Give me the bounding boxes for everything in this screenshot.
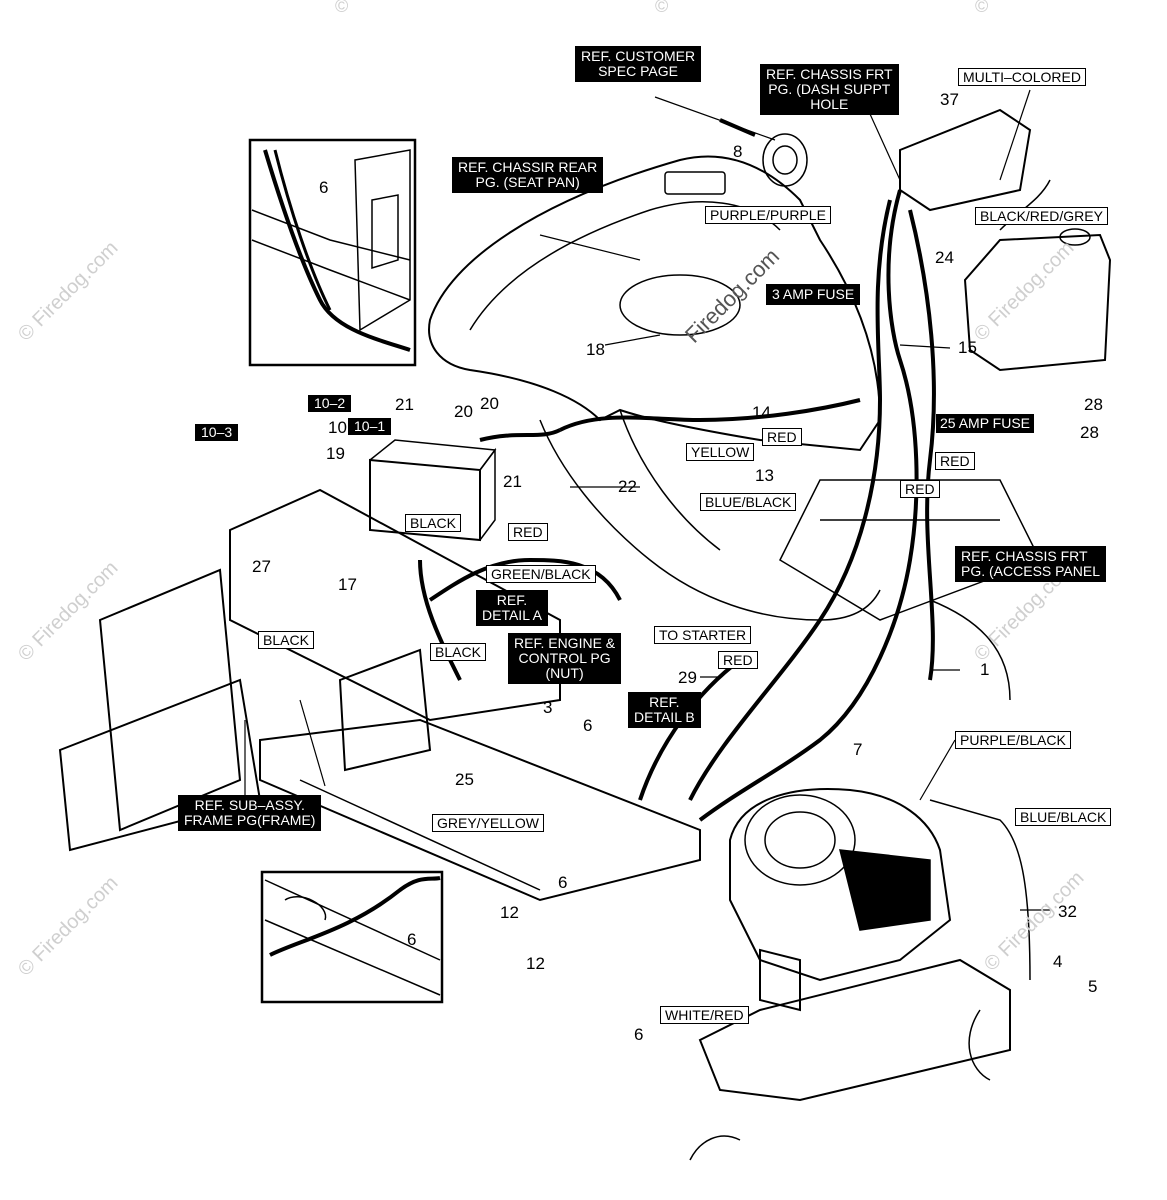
callout-5: 5 [1088, 977, 1098, 996]
fuse-3amp-label: 3 AMP FUSE [766, 284, 861, 305]
callout-3: 3 [543, 698, 553, 717]
wire-label-black: BLACK [258, 631, 314, 649]
callout-14: 14 [752, 403, 771, 422]
callout-12: 12 [526, 954, 545, 973]
callout-29: 29 [678, 668, 697, 687]
callout-28: 28 [1084, 395, 1103, 414]
wire-label-to-starter: TO STARTER [654, 626, 752, 644]
wire-label-green-black: GREEN/BLACK [486, 565, 596, 583]
callout-13: 13 [755, 466, 774, 485]
tractor-frame [58, 479, 1042, 902]
part-10-3-label: 10–3 [195, 424, 239, 441]
ref-chassis-frt-access-label: REF. CHASSIS FRT PG. (ACCESS PANEL [955, 546, 1107, 582]
seat-pan-fender [428, 155, 882, 621]
callout-22: 22 [618, 477, 637, 496]
part-10-2-label: 10–2 [308, 395, 352, 412]
callout-6: 6 [407, 930, 417, 949]
wire-label-blue-black: BLUE/BLACK [1015, 808, 1112, 826]
wire-label-red: RED [718, 651, 758, 669]
wire-label-blue-black: BLUE/BLACK [700, 493, 797, 511]
ref-chassis-rear-label: REF. CHASSIR REAR PG. (SEAT PAN) [452, 157, 604, 193]
callout-20: 20 [480, 394, 499, 413]
wire-label-red: RED [762, 428, 802, 446]
wire-label-grey-yellow: GREY/YELLOW [432, 814, 544, 832]
callout-25: 25 [455, 770, 474, 789]
ref-engine-control-label: REF. ENGINE & CONTROL PG (NUT) [508, 633, 622, 684]
ref-chassis-frt-dash-label: REF. CHASSIS FRT PG. (DASH SUPPT HOLE [760, 64, 899, 115]
callout-6: 6 [319, 178, 329, 197]
callout-19: 19 [326, 444, 345, 463]
callout-21: 21 [395, 395, 414, 414]
watermark-copyright: © [335, 0, 349, 16]
wire-label-purple-black: PURPLE/BLACK [955, 731, 1071, 749]
fuse-25amp-label: 25 AMP FUSE [936, 414, 1035, 433]
wire-label-purple-purple: PURPLE/PURPLE [705, 206, 831, 224]
wire-label-black: BLACK [430, 643, 486, 661]
wire-label-white-red: WHITE/RED [660, 1006, 749, 1024]
ref-detail-b-label: REF. DETAIL B [628, 692, 701, 728]
ref-detail-a-label: REF. DETAIL A [476, 590, 548, 626]
detail-b-inset [260, 870, 444, 1004]
part-10-1-label: 10–1 [348, 418, 392, 435]
engine [689, 788, 1011, 1161]
callout-21: 21 [503, 472, 522, 491]
callout-20: 20 [454, 402, 473, 421]
callout-24: 24 [935, 248, 954, 267]
fuel-tank [963, 228, 1112, 372]
callout-15: 15 [958, 338, 977, 357]
watermark-copyright: © [655, 0, 669, 16]
wire-label-yellow: YELLOW [686, 443, 755, 461]
callout-32: 32 [1058, 902, 1077, 921]
leader-lines [244, 89, 1050, 911]
callout-27: 27 [252, 557, 271, 576]
callout-6: 6 [558, 873, 568, 892]
callout-18: 18 [586, 340, 605, 359]
detail-a-inset [248, 138, 417, 367]
wire-label-black-red-grey: BLACK/RED/GREY [975, 207, 1108, 225]
callout-28: 28 [1080, 423, 1099, 442]
callout-17: 17 [338, 575, 357, 594]
watermark-copyright: © [975, 0, 989, 16]
callout-6: 6 [583, 716, 593, 735]
wire-label-black: BLACK [405, 514, 461, 532]
ref-customer-spec-label: REF. CUSTOMER SPEC PAGE [575, 46, 702, 82]
callout-12: 12 [500, 903, 519, 922]
callout-7: 7 [853, 740, 863, 759]
battery [369, 439, 497, 542]
callout-1: 1 [980, 660, 990, 679]
wire-harness [418, 189, 936, 822]
callout-6: 6 [634, 1025, 644, 1044]
wire-label-red: RED [935, 452, 975, 470]
ref-sub-assy-frame-label: REF. SUB–ASSY. FRAME PG(FRAME) [178, 795, 322, 831]
callout-4: 4 [1053, 952, 1063, 971]
callout-8: 8 [733, 142, 743, 161]
wire-label-red: RED [900, 480, 940, 498]
callout-37: 37 [940, 90, 959, 109]
wire-label-multi-colored: MULTI–COLORED [958, 68, 1086, 86]
wire-label-red: RED [508, 523, 548, 541]
callout-10: 10 [328, 418, 347, 437]
